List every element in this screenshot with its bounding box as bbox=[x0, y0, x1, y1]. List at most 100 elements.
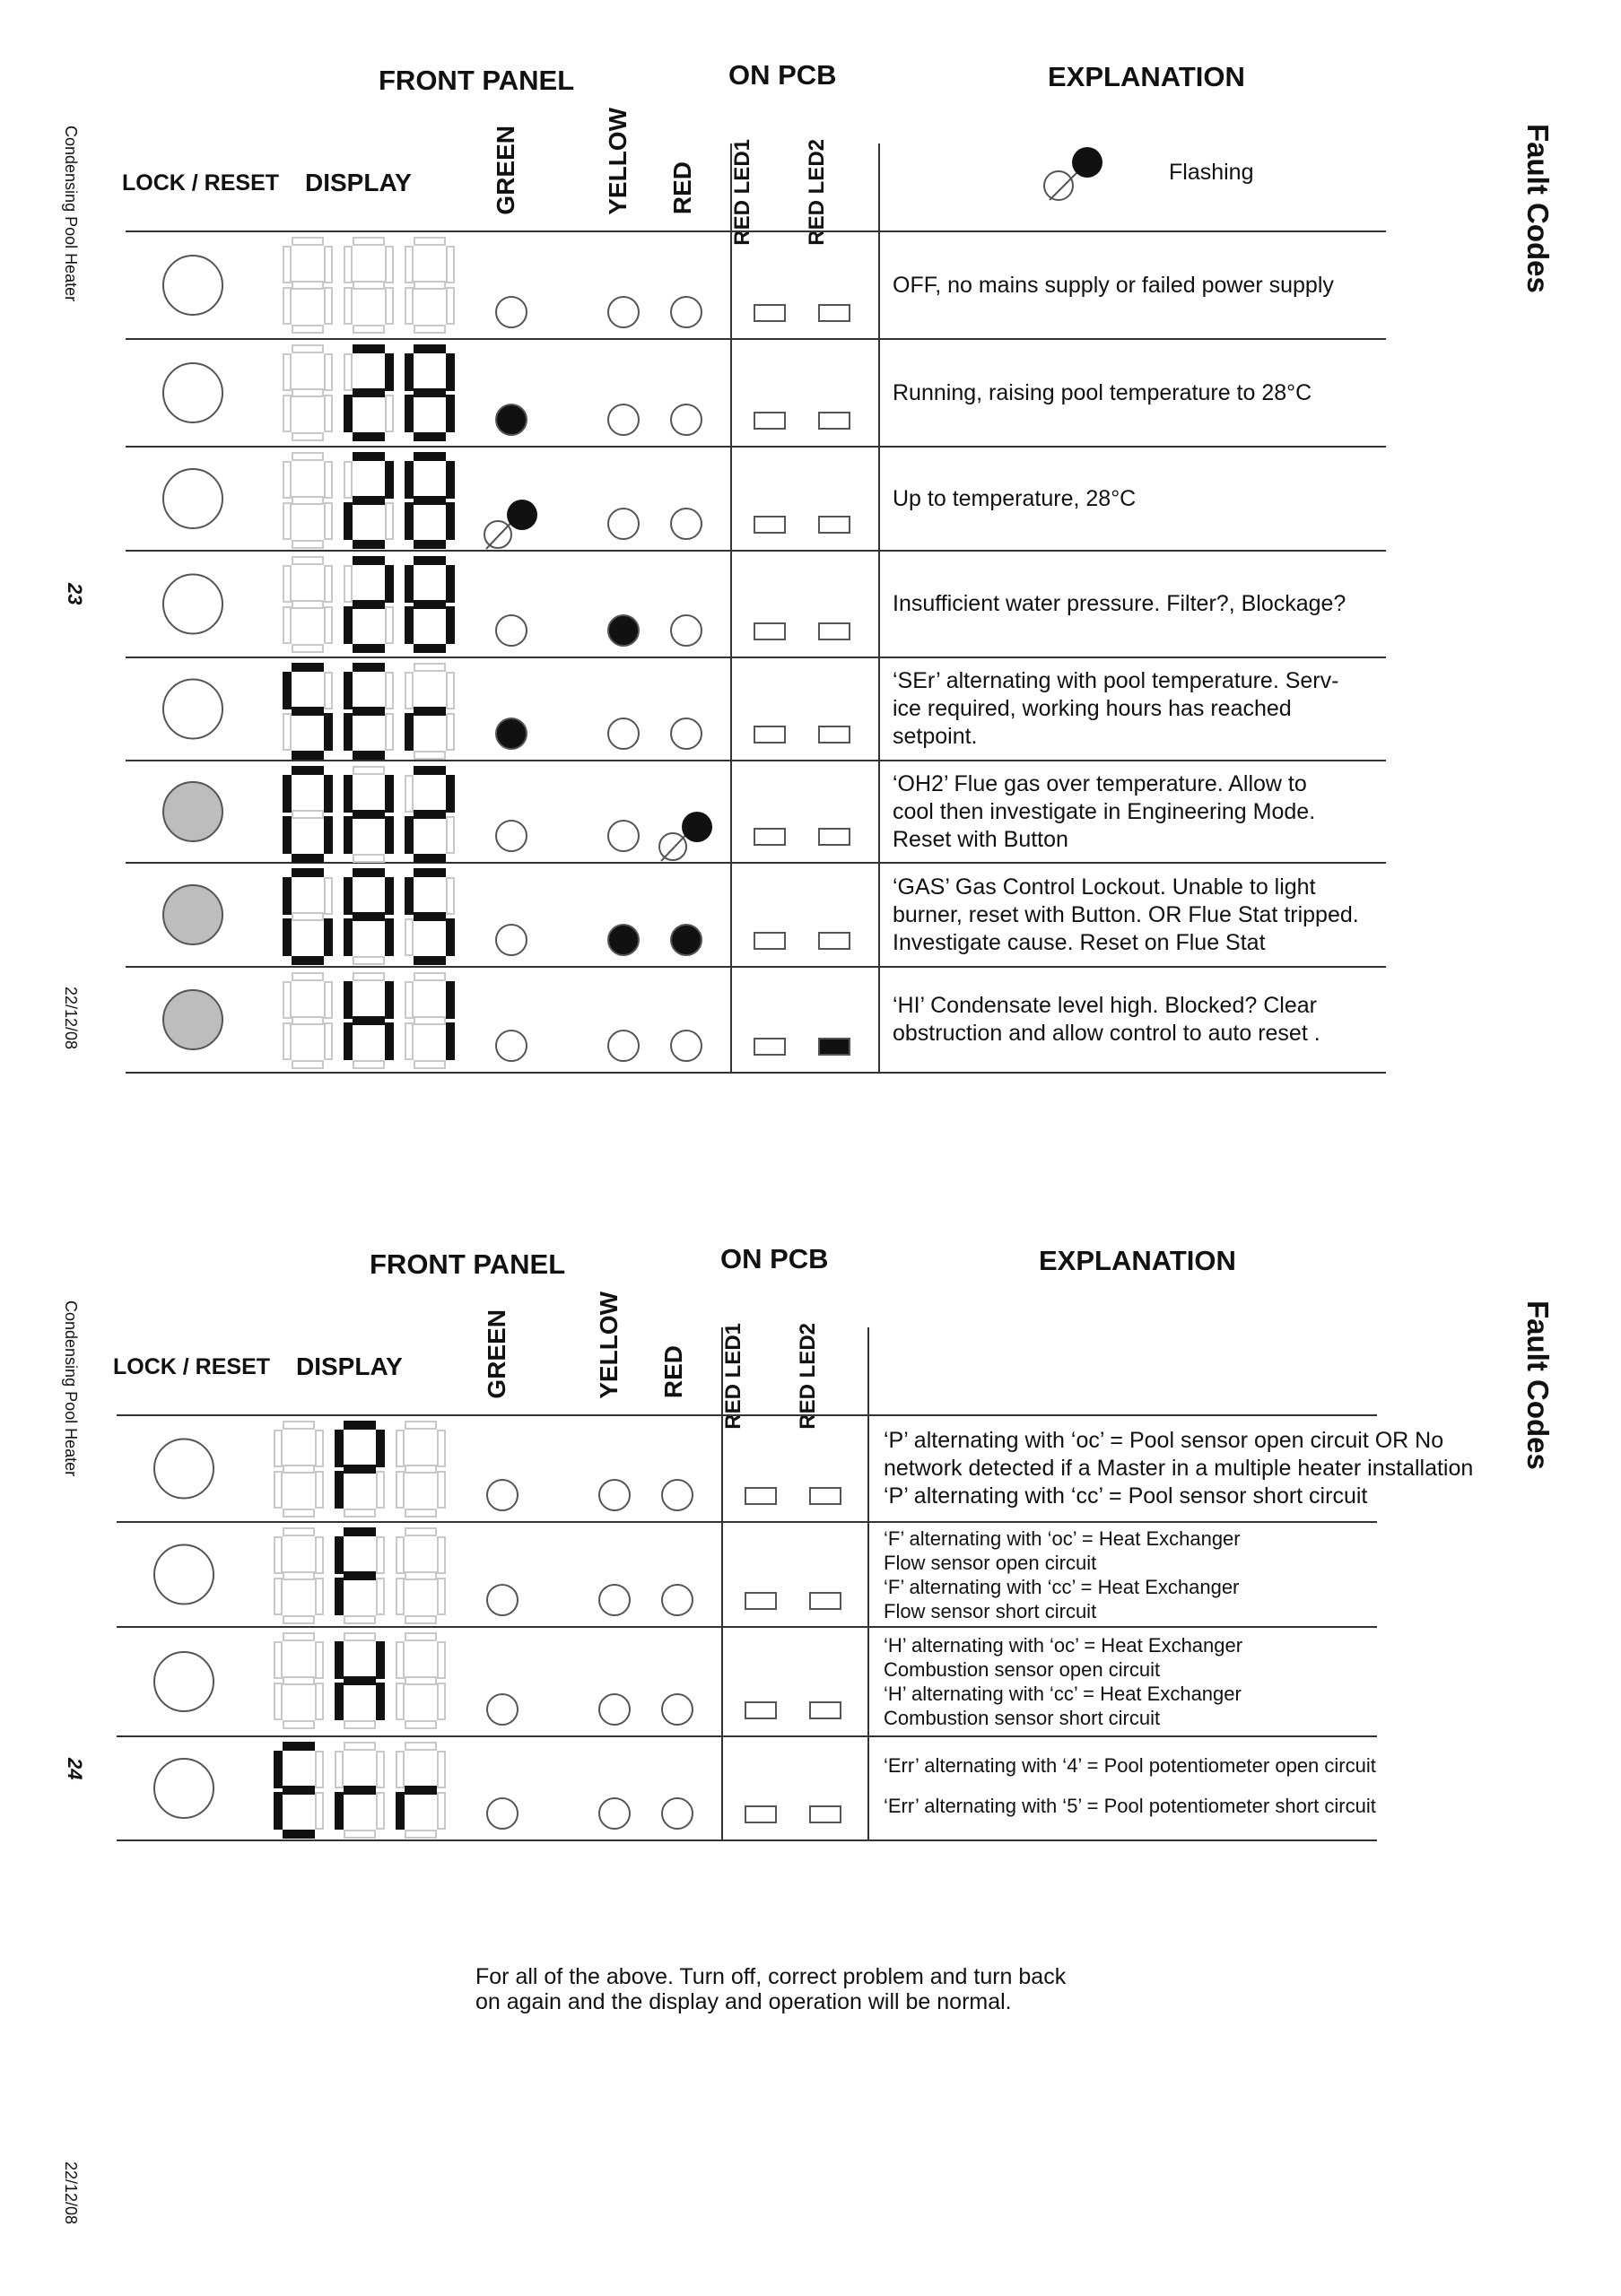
display-segment-off bbox=[315, 1471, 324, 1509]
display-segment-off bbox=[414, 663, 446, 672]
display-segment-on bbox=[324, 775, 333, 813]
display-segment-off bbox=[344, 1632, 376, 1641]
display-segment-on bbox=[335, 1536, 344, 1574]
display-segment-off bbox=[385, 287, 394, 325]
display-segment-on bbox=[344, 775, 353, 813]
display-segment-off bbox=[274, 1641, 283, 1679]
display-segment-off bbox=[405, 672, 414, 709]
display-segment-on bbox=[385, 981, 394, 1019]
lock-reset-button[interactable] bbox=[162, 781, 223, 842]
display-segment-on bbox=[292, 854, 324, 863]
display-segment-off bbox=[292, 388, 324, 397]
display-segment-on bbox=[292, 707, 324, 716]
explanation-line: ‘P’ alternating with ‘oc’ = Pool sensor … bbox=[884, 1428, 1444, 1453]
display-segment-off bbox=[324, 606, 333, 644]
yellow-lamp bbox=[598, 1479, 631, 1511]
display-segment-off bbox=[324, 877, 333, 915]
pcb-red-led1 bbox=[745, 1805, 777, 1823]
display-segment-on bbox=[414, 600, 446, 609]
display-digit bbox=[396, 1527, 446, 1624]
explanation-line: burner, reset with Button. OR Flue Stat … bbox=[893, 901, 1359, 927]
display-segment-on bbox=[344, 1527, 376, 1536]
display-segment-on bbox=[283, 816, 292, 854]
display-segment-off bbox=[385, 713, 394, 751]
explanation-line: Combustion sensor short circuit bbox=[884, 1707, 1161, 1729]
pcb-red-led1 bbox=[745, 1487, 777, 1505]
fault-row bbox=[162, 663, 850, 760]
explanation-heading: EXPLANATION bbox=[1039, 1245, 1236, 1276]
lock-reset-button[interactable] bbox=[162, 468, 223, 529]
display-segment-off bbox=[405, 1676, 437, 1685]
display-segment-on bbox=[324, 713, 333, 751]
display-segment-off bbox=[405, 1465, 437, 1474]
display-segment-on bbox=[385, 877, 394, 915]
front-panel-heading: FRONT PANEL bbox=[379, 65, 575, 96]
pcb-red-led2 bbox=[818, 932, 850, 950]
green-lamp bbox=[486, 1693, 519, 1726]
display-segment-on bbox=[405, 713, 414, 751]
display-segment-on bbox=[405, 353, 414, 391]
display-segment-off bbox=[283, 1421, 315, 1430]
lock-reset-button[interactable] bbox=[153, 1758, 214, 1819]
display-segment-off bbox=[292, 1060, 324, 1069]
display-segment-on bbox=[292, 868, 324, 877]
lock-reset-button[interactable] bbox=[162, 678, 223, 740]
display-segment-off bbox=[396, 1641, 405, 1679]
lock-reset-column-header: LOCK / RESET bbox=[113, 1354, 271, 1379]
explanation-line: ‘P’ alternating with ‘cc’ = Pool sensor … bbox=[884, 1483, 1368, 1509]
red-lamp bbox=[661, 1584, 693, 1616]
display-segment-off bbox=[292, 237, 324, 246]
fault-row bbox=[162, 452, 850, 550]
display-segment-off bbox=[405, 246, 414, 283]
display-segment-on bbox=[353, 663, 385, 672]
fault-row bbox=[153, 1742, 841, 1839]
fault-row bbox=[153, 1421, 841, 1518]
display-segment-on bbox=[446, 565, 455, 603]
display-segment-off bbox=[292, 496, 324, 505]
lock-reset-button[interactable] bbox=[162, 573, 223, 635]
display-segment-off bbox=[292, 344, 324, 353]
display-segment-off bbox=[437, 1578, 446, 1615]
explanation-line: OFF, no mains supply or failed power sup… bbox=[893, 272, 1334, 298]
display-segment-on bbox=[335, 1641, 344, 1679]
display-segment-on bbox=[405, 816, 414, 854]
display-segment-on bbox=[385, 816, 394, 854]
pcb-red-led2 bbox=[818, 622, 850, 640]
lock-reset-button[interactable] bbox=[153, 1438, 214, 1500]
display-segment-off bbox=[324, 502, 333, 540]
display-segment-on bbox=[446, 1022, 455, 1060]
display-segment-off bbox=[437, 1683, 446, 1720]
yellow-lamp bbox=[598, 1584, 631, 1616]
green-lamp bbox=[486, 1584, 519, 1616]
fault-row bbox=[162, 972, 850, 1069]
fault-row bbox=[153, 1527, 841, 1624]
display-segment-off bbox=[283, 565, 292, 603]
display-segment-on bbox=[353, 810, 385, 819]
display-segment-on bbox=[446, 502, 455, 540]
lock-reset-button[interactable] bbox=[162, 255, 223, 316]
display-segment-on bbox=[283, 1830, 315, 1839]
lock-reset-button[interactable] bbox=[162, 989, 223, 1050]
display-segment-off bbox=[283, 606, 292, 644]
lock-reset-button[interactable] bbox=[153, 1651, 214, 1712]
lock-reset-button[interactable] bbox=[162, 884, 223, 945]
pcb-red-led2 bbox=[818, 304, 850, 322]
display-digit bbox=[283, 663, 333, 760]
lock-reset-button[interactable] bbox=[162, 362, 223, 423]
explanation-text: ‘P’ alternating with ‘oc’ = Pool sensor … bbox=[884, 1427, 1473, 1510]
pcb-red-led1 bbox=[754, 622, 786, 640]
explanation-text: ‘F’ alternating with ‘oc’ = Heat Exchang… bbox=[884, 1526, 1241, 1623]
display-segment-off bbox=[292, 972, 324, 981]
display-digit bbox=[396, 1421, 446, 1518]
display-digit bbox=[335, 1527, 385, 1624]
pcb-red-led1 bbox=[754, 726, 786, 744]
display-segment-off bbox=[385, 246, 394, 283]
display-column-header: DISPLAY bbox=[296, 1352, 403, 1380]
lock-reset-button[interactable] bbox=[153, 1544, 214, 1605]
display-digit bbox=[344, 972, 394, 1069]
display-segment-on bbox=[283, 918, 292, 956]
display-digit bbox=[405, 868, 455, 965]
display-segment-on bbox=[353, 868, 385, 877]
green-lamp bbox=[495, 1030, 527, 1062]
explanation-text: ‘OH2’ Flue gas over temperature. Allow t… bbox=[893, 770, 1315, 854]
